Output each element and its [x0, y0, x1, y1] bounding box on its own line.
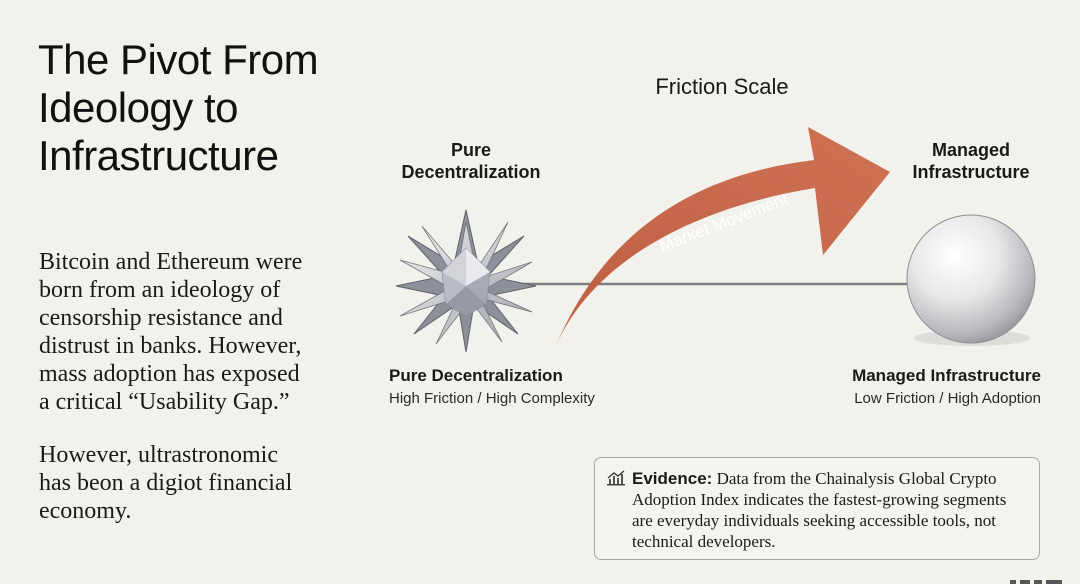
left-bottom-subtitle: High Friction / High Complexity	[389, 390, 595, 407]
evidence-label: Evidence:	[632, 469, 712, 488]
market-movement-arrow	[553, 127, 890, 353]
evidence-line: technical developers.	[632, 531, 1006, 552]
chart-icon	[606, 470, 626, 488]
evidence-line: Evidence: Data from the Chainalysis Glob…	[632, 468, 1006, 489]
evidence-line-text: Data from the Chainalysis Global Crypto	[712, 469, 996, 488]
footer-watermark	[1008, 578, 1068, 584]
right-bottom-subtitle: Low Friction / High Adoption	[854, 390, 1041, 407]
spiky-star-icon	[396, 210, 536, 352]
left-bottom-label: Pure Decentralization	[389, 366, 563, 386]
evidence-callout: Evidence: Data from the Chainalysis Glob…	[594, 457, 1040, 560]
right-top-label: Managed Infrastructure	[871, 139, 1071, 183]
label-line: Decentralization	[371, 161, 571, 183]
evidence-text: Evidence: Data from the Chainalysis Glob…	[632, 468, 1006, 552]
evidence-line: are everyday individuals seeking accessi…	[632, 510, 1006, 531]
right-bottom-label: Managed Infrastructure	[852, 366, 1041, 386]
label-line: Pure	[371, 139, 571, 161]
label-line: Managed	[871, 139, 1071, 161]
friction-scale-title: Friction Scale	[622, 74, 822, 100]
left-top-label: Pure Decentralization	[371, 139, 571, 183]
evidence-line: Adoption Index indicates the fastest-gro…	[632, 489, 1006, 510]
label-line: Infrastructure	[871, 161, 1071, 183]
smooth-sphere-icon	[907, 215, 1035, 346]
